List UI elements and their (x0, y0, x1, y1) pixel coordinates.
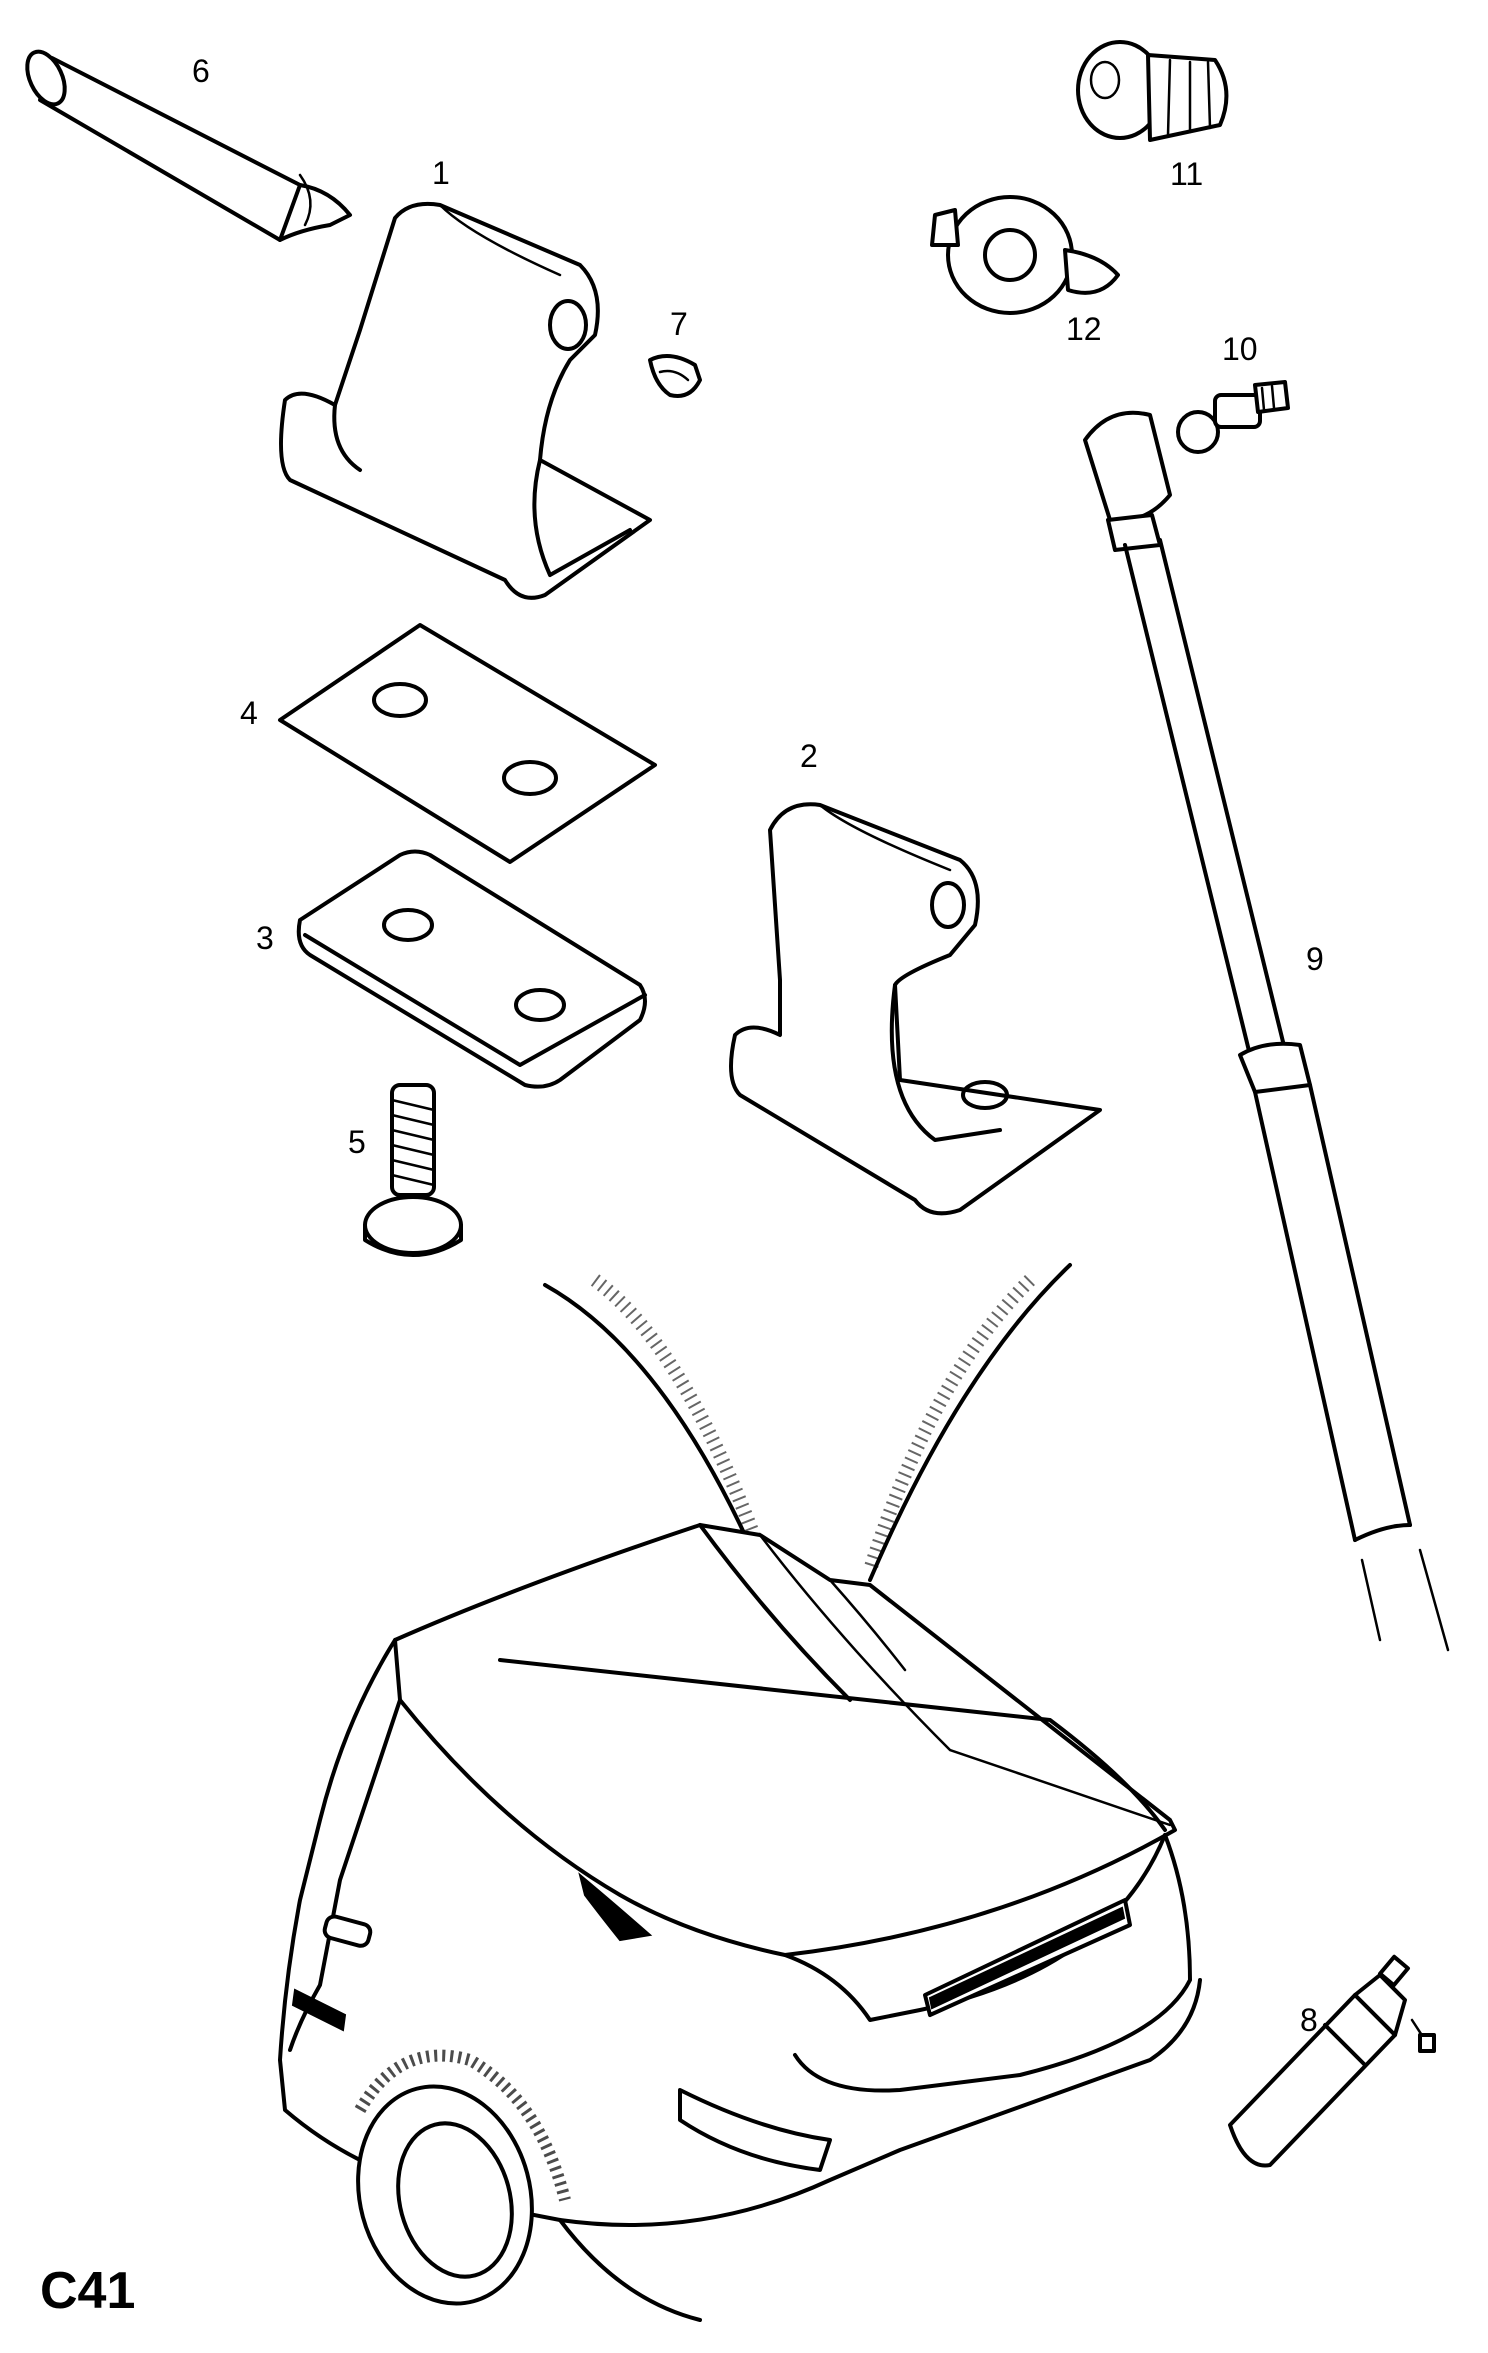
callout-3: 3 (256, 920, 274, 956)
leader-lines (543, 1263, 1072, 1583)
callout-9: 9 (1306, 941, 1324, 977)
callout-12: 12 (1066, 311, 1102, 347)
callout-2: 2 (800, 738, 818, 774)
part-2-lower-hinge (729, 802, 1102, 1216)
part-11-grommet (1076, 40, 1229, 142)
car-rear-view (278, 1523, 1202, 2322)
part-8-sealant-tube (1228, 1954, 1436, 2168)
callout-7: 7 (670, 306, 688, 342)
part-7-clip (648, 354, 702, 398)
diagram-code: C41 (40, 2262, 136, 2320)
callout-11: 11 (1170, 156, 1204, 192)
part-4-gasket (278, 623, 657, 864)
callout-5: 5 (348, 1124, 366, 1160)
part-6-hinge-pin (25, 49, 352, 242)
callout-4: 4 (240, 695, 258, 731)
part-1-upper-hinge (279, 201, 652, 600)
part-10-ball-stud (1176, 380, 1290, 454)
part-9-gas-strut (1083, 410, 1450, 1652)
part-12-push-clip (930, 195, 1120, 315)
part-5-bolt (363, 1083, 463, 1257)
part-3-shim-plate (296, 849, 647, 1089)
callout-6: 6 (192, 53, 210, 89)
callout-1: 1 (432, 155, 450, 191)
callout-10: 10 (1222, 331, 1258, 367)
callout-8: 8 (1300, 2002, 1318, 2038)
